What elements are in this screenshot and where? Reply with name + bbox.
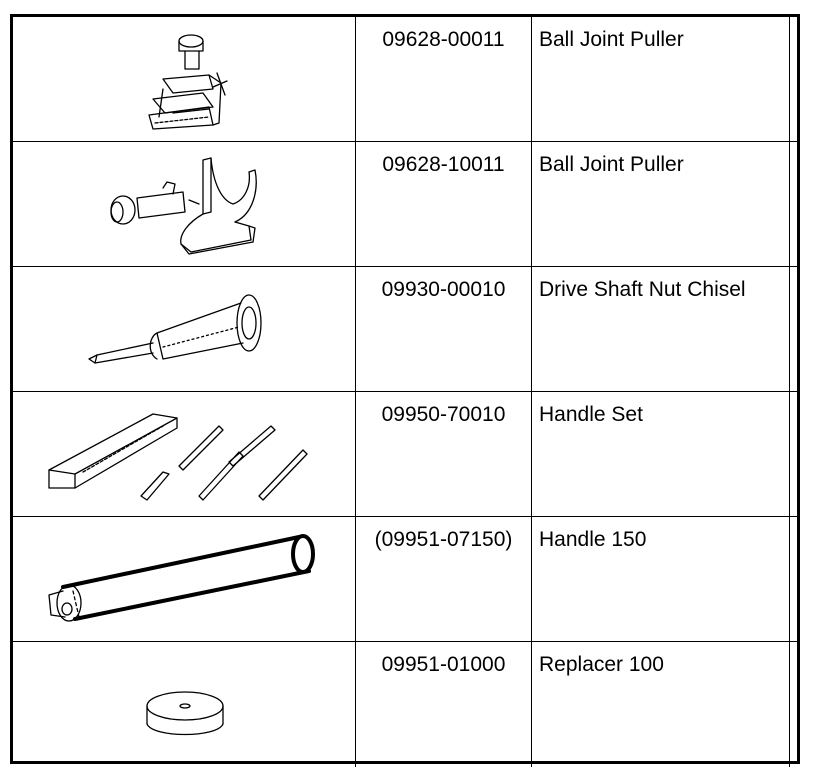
tool-image-cell (13, 17, 356, 141)
tool-name: Drive Shaft Nut Chisel (532, 267, 790, 391)
part-number: 09628-00011 (356, 17, 532, 141)
table-row: 09628-10011 Ball Joint Puller (13, 142, 797, 267)
chisel-illustration (88, 294, 262, 364)
tool-name: Replacer 100 (532, 642, 790, 767)
table-row: (09951-07150) Handle 150 (13, 517, 797, 642)
part-number: 09930-00010 (356, 267, 532, 391)
table-row: 09628-00011 Ball Joint Puller (13, 17, 797, 142)
tool-image-cell (13, 642, 356, 767)
tool-image-cell (13, 267, 356, 391)
blank-column (790, 142, 797, 266)
table-row: 09951-01000 Replacer 100 (13, 642, 797, 767)
tool-image-cell (13, 142, 356, 266)
ball-joint-puller-clamp-illustration (110, 157, 257, 255)
blank-column (790, 642, 797, 767)
tool-image-cell (13, 392, 356, 516)
table-row: 09930-00010 Drive Shaft Nut Chisel (13, 267, 797, 392)
part-number: 09951-01000 (356, 642, 532, 767)
handle-bar-illustration (48, 534, 315, 622)
handle-set-illustration (48, 413, 308, 501)
ball-joint-puller-small-illustration (148, 34, 228, 130)
blank-column (790, 17, 797, 141)
blank-column (790, 267, 797, 391)
tool-name: Handle Set (532, 392, 790, 516)
replacer-disc-illustration (146, 691, 224, 736)
table-row: 09950-70010 Handle Set (13, 392, 797, 517)
part-number: 09950-70010 (356, 392, 532, 516)
tool-image-cell (13, 517, 356, 641)
part-number: (09951-07150) (356, 517, 532, 641)
tool-name: Ball Joint Puller (532, 17, 790, 141)
tool-name: Ball Joint Puller (532, 142, 790, 266)
tool-name: Handle 150 (532, 517, 790, 641)
blank-column (790, 392, 797, 516)
special-tools-table: 09628-00011 Ball Joint Puller 09628-1001… (10, 14, 800, 767)
part-number: 09628-10011 (356, 142, 532, 266)
blank-column (790, 517, 797, 641)
